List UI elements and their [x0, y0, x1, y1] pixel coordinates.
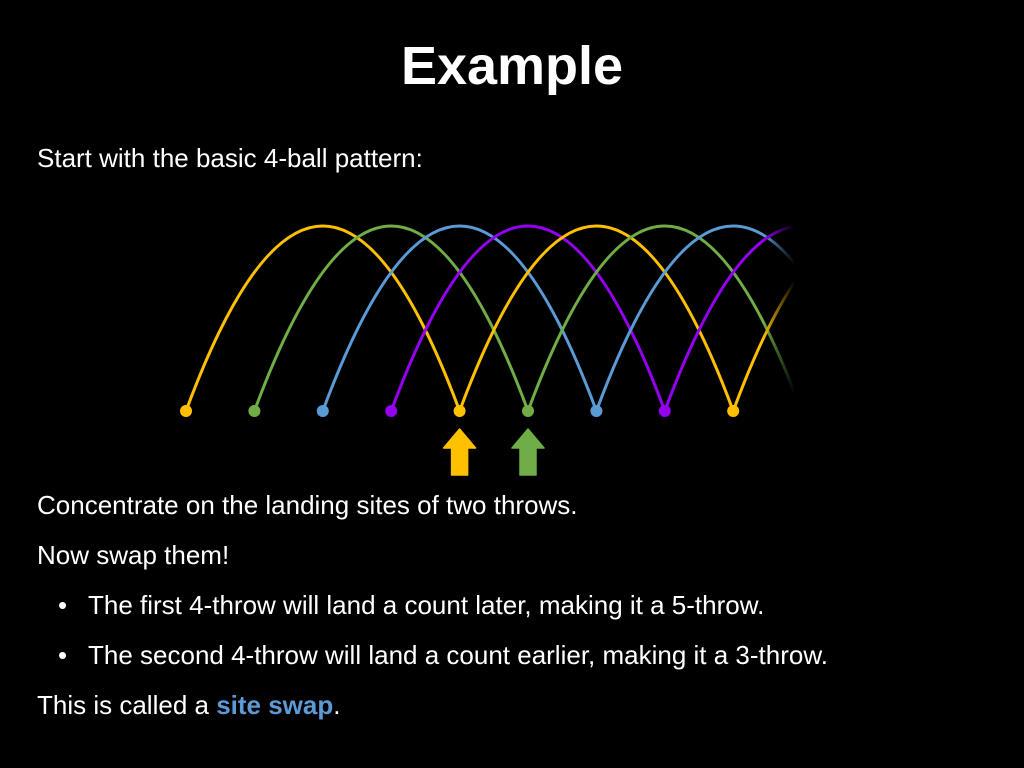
landing-site-dot	[522, 405, 534, 417]
highlight-arrows	[442, 428, 545, 476]
bullet-dot: •	[58, 590, 68, 620]
conclusion-prefix: This is called a	[37, 690, 217, 720]
bullet-text: The first 4-throw will land a count late…	[88, 590, 765, 620]
throw-arc	[458, 224, 735, 413]
throw-arc	[321, 224, 598, 413]
landing-site-dot	[590, 405, 603, 417]
intro-text: Start with the basic 4-ball pattern:	[37, 143, 423, 173]
throw-arc	[526, 224, 804, 413]
landing-site-dot	[248, 405, 261, 417]
throw-arc	[594, 224, 872, 413]
throw-arc	[252, 224, 530, 413]
throw-arcs	[184, 224, 1009, 413]
bullet-item: • The second 4-throw will land a count ea…	[58, 639, 828, 671]
up-arrow-icon	[511, 428, 545, 476]
bullet-dot: •	[58, 640, 68, 670]
swap-text: Now swap them!	[37, 540, 230, 570]
bullet-item: • The first 4-throw will land a count lat…	[58, 589, 764, 621]
landing-site-dot	[453, 405, 466, 417]
throw-arc	[663, 224, 940, 413]
conclusion-suffix: .	[333, 690, 341, 720]
throw-arc	[389, 224, 667, 413]
landing-site-dot	[316, 405, 329, 417]
landing-site-dot	[658, 405, 671, 417]
landing-site-dot	[385, 405, 398, 417]
site-swap-term: site swap	[216, 690, 334, 720]
conclusion-text: This is called a site swap.	[37, 689, 340, 721]
bullet-text: The second 4-throw will land a count ear…	[88, 640, 828, 670]
slide-title: Example	[400, 36, 624, 96]
concentrate-text: Concentrate on the landing sites of two …	[37, 490, 578, 520]
landing-site-dot	[180, 405, 192, 417]
up-arrow-icon	[442, 428, 477, 476]
throw-arc	[731, 224, 1009, 413]
throw-arc	[184, 224, 462, 413]
landing-sites	[180, 405, 740, 417]
landing-site-dot	[727, 405, 740, 417]
